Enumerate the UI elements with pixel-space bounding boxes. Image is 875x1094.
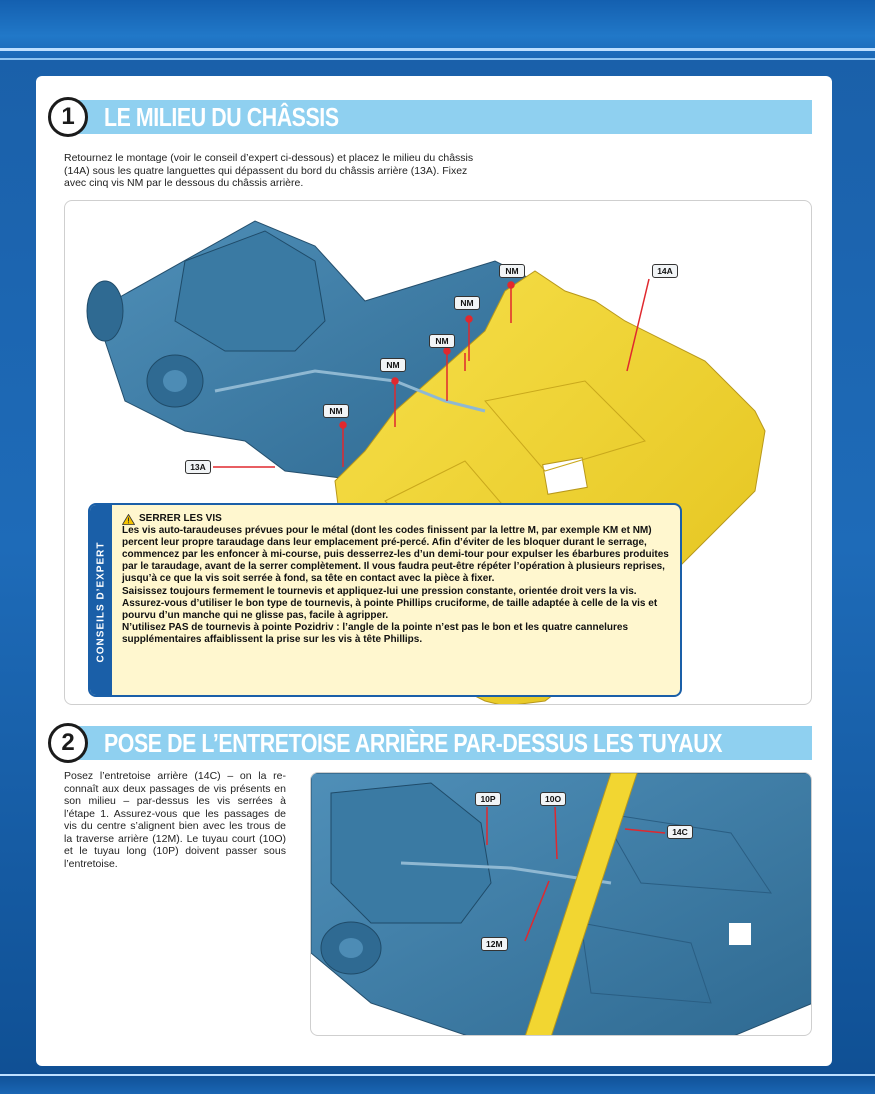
- wheel-center: [339, 938, 363, 958]
- floor-rib: [580, 922, 712, 1004]
- callout-nm: NM: [380, 358, 406, 372]
- bottom-decor-line: [0, 1074, 875, 1076]
- callout-12m: 12M: [481, 937, 508, 951]
- step-2-number: 2: [48, 723, 88, 763]
- callout-nm: NM: [454, 296, 480, 310]
- top-decor-line: [0, 58, 875, 60]
- step-1-instructions: Retournez le montage (voir le conseil d’…: [64, 152, 474, 189]
- step-1-title-bar: LE MILIEU DU CHÂSSIS: [74, 100, 812, 134]
- expert-tip-sidebar: CONSEILS D’EXPERT: [90, 505, 112, 695]
- rear-spacer-14c: [525, 773, 638, 1035]
- step-2-instructions: Posez l’entretoise arrière (14C) – on la…: [64, 770, 286, 870]
- chassis-rib: [484, 380, 646, 472]
- floor-opening: [729, 923, 751, 945]
- callout-arrows: [486, 806, 666, 942]
- warning-icon: [122, 513, 135, 525]
- engine-block: [174, 230, 326, 352]
- callout-14a: 14A: [652, 264, 678, 278]
- step-2-title-bar: POSE DE L’ENTRETOISE ARRIÈRE PAR-DESSUS …: [74, 726, 812, 760]
- callout-13a: 13A: [185, 460, 211, 474]
- step-2-header: 2 POSE DE L’ENTRETOISE ARRIÈRE PAR-DESSU…: [48, 723, 812, 763]
- callout-nm: NM: [429, 334, 455, 348]
- chassis-opening: [542, 457, 588, 495]
- expert-tip-box: CONSEILS D’EXPERT SERRER LES VIS Les vis…: [88, 503, 682, 697]
- top-decor-line: [0, 48, 875, 51]
- expert-tip-paragraph: N’utilisez PAS de tournevis à pointe Poz…: [122, 621, 629, 645]
- step-2-illustration: 10P 10O 14C 12M: [310, 772, 812, 1036]
- callout-10o: 10O: [540, 792, 567, 806]
- step-2-title: POSE DE L’ENTRETOISE ARRIÈRE PAR-DESSUS …: [104, 727, 723, 758]
- callout-14c: 14C: [667, 825, 693, 839]
- step-1-number: 1: [48, 97, 88, 137]
- step-1-title: LE MILIEU DU CHÂSSIS: [104, 101, 339, 132]
- step-1-header: 1 LE MILIEU DU CHÂSSIS: [48, 97, 812, 137]
- expert-tip-paragraph: Les vis auto-taraudeuses prévues pour le…: [122, 525, 669, 585]
- expert-tip-paragraph: Saisissez toujours fermement le tournevi…: [122, 585, 658, 621]
- top-decor-band: [0, 0, 875, 60]
- chassis-illustration-2: [311, 773, 811, 1035]
- bottom-decor-band: [0, 1072, 875, 1094]
- nm-screw-markers: [213, 278, 650, 468]
- gearbox: [330, 782, 492, 924]
- callout-nm: NM: [499, 264, 525, 278]
- expert-tip-title: SERRER LES VIS: [139, 513, 222, 524]
- rear-wheel-center: [163, 370, 187, 392]
- expert-tip-label: CONSEILS D’EXPERT: [95, 541, 107, 663]
- callout-nm: NM: [323, 404, 349, 418]
- expert-tip-heading: SERRER LES VIS: [122, 513, 678, 525]
- expert-tip-content: SERRER LES VIS Les vis auto-taraudeuses …: [122, 513, 678, 646]
- exhaust-muffler: [86, 280, 124, 342]
- callout-10p: 10P: [475, 792, 501, 806]
